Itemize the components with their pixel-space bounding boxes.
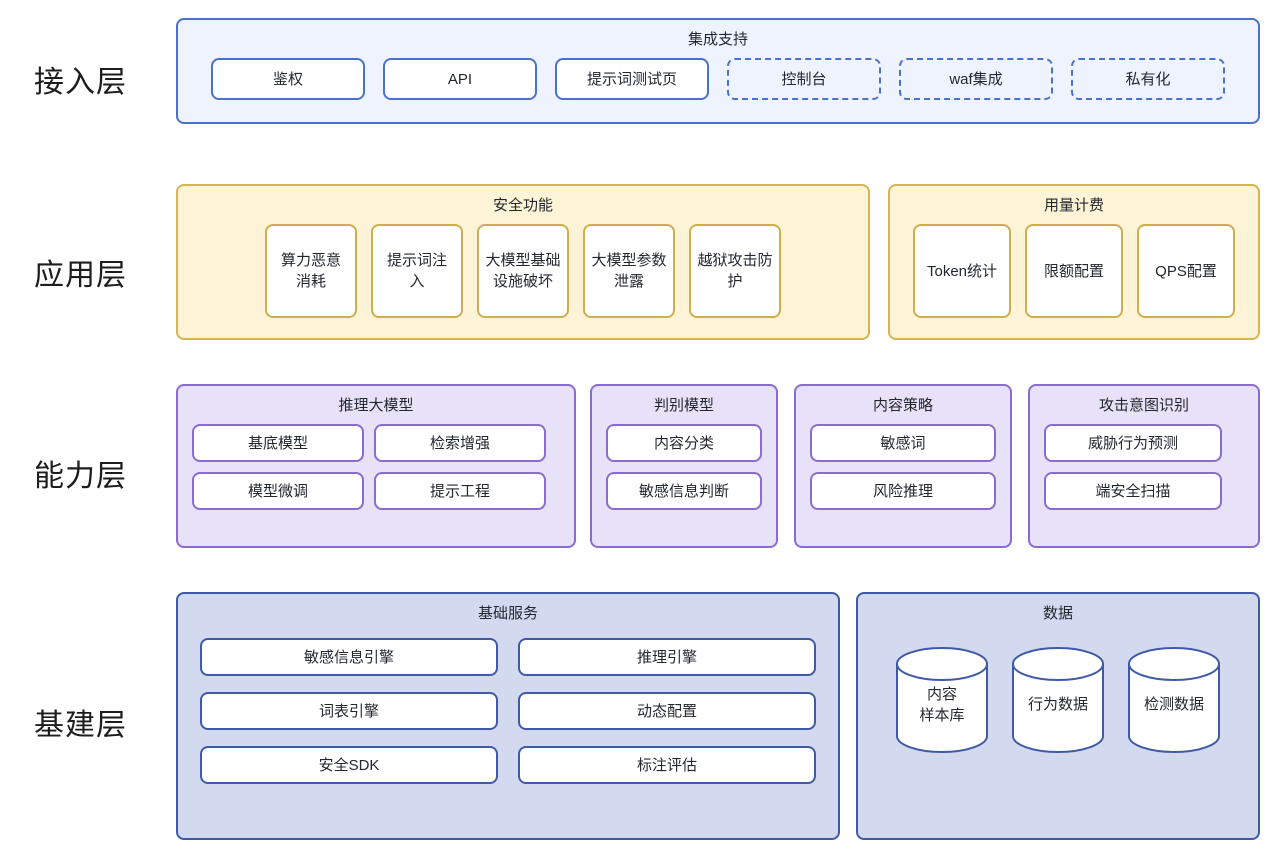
node-sensitive-info-judgement[interactable]: 敏感信息判断: [606, 472, 762, 510]
node-risk-reasoning[interactable]: 风险推理: [810, 472, 996, 510]
group-reasoning-llm: 推理大模型 基底模型 检索增强 模型微调 提示工程: [176, 384, 576, 548]
node-compute-abuse[interactable]: 算力恶意 消耗: [265, 224, 357, 318]
database-content-sample[interactable]: 内容 样本库: [895, 646, 989, 754]
layer-label-infrastructure: 基建层: [34, 709, 127, 742]
group-integration-support: 集成支持 鉴权 API 提示词测试页 控制台 waf集成 私有化: [176, 18, 1260, 124]
group-title-discriminative-model: 判别模型: [653, 397, 714, 414]
group-title-security-functions: 安全功能: [492, 197, 553, 214]
group-body-reasoning-llm: 基底模型 检索增强 模型微调 提示工程: [178, 416, 574, 510]
node-endpoint-security-scan[interactable]: 端安全扫描: [1044, 472, 1222, 510]
group-body-integration-support: 鉴权 API 提示词测试页 控制台 waf集成 私有化: [178, 50, 1258, 108]
group-title-attack-intent-recognition: 攻击意图识别: [1098, 397, 1189, 414]
node-prompt-engineering[interactable]: 提示工程: [374, 472, 546, 510]
node-model-finetune[interactable]: 模型微调: [192, 472, 364, 510]
node-dynamic-config[interactable]: 动态配置: [518, 692, 816, 730]
database-label: 行为数据: [1027, 696, 1088, 713]
node-annotation-evaluation[interactable]: 标注评估: [518, 746, 816, 784]
node-waf-integration[interactable]: waf集成: [899, 58, 1053, 100]
database-detection-data[interactable]: 检测数据: [1127, 646, 1221, 754]
node-jailbreak-defense[interactable]: 越狱攻击防 护: [689, 224, 781, 318]
service-row: 安全SDK 标注评估: [200, 746, 816, 784]
layer-label-application: 应用层: [34, 259, 127, 292]
group-title-content-policy: 内容策略: [872, 397, 933, 414]
node-model-param-leak[interactable]: 大模型参数 泄露: [583, 224, 675, 318]
node-content-classification[interactable]: 内容分类: [606, 424, 762, 462]
group-data: 数据 内容 样本库 行为数据: [856, 592, 1260, 840]
node-inference-engine[interactable]: 推理引擎: [518, 638, 816, 676]
capability-row: 模型微调 提示工程: [192, 472, 560, 510]
capability-row: 风险推理: [810, 472, 996, 510]
group-security-functions: 安全功能 算力恶意 消耗 提示词注 入 大模型基础 设施破坏 大模型参数 泄露 …: [176, 184, 870, 340]
group-body-security-functions: 算力恶意 消耗 提示词注 入 大模型基础 设施破坏 大模型参数 泄露 越狱攻击防…: [178, 216, 868, 322]
group-title-integration-support: 集成支持: [687, 31, 748, 48]
group-title-data: 数据: [1042, 605, 1073, 622]
node-prompt-test-page[interactable]: 提示词测试页: [555, 58, 709, 100]
node-sensitive-words[interactable]: 敏感词: [810, 424, 996, 462]
node-model-infra-damage[interactable]: 大模型基础 设施破坏: [477, 224, 569, 318]
node-sensitive-info-engine[interactable]: 敏感信息引擎: [200, 638, 498, 676]
capability-row: 敏感词: [810, 424, 996, 462]
node-token-stats[interactable]: Token统计: [913, 224, 1011, 318]
group-base-services: 基础服务 敏感信息引擎 推理引擎 词表引擎 动态配置 安全SDK 标注评估: [176, 592, 840, 840]
group-body-usage-billing: Token统计 限额配置 QPS配置: [890, 216, 1258, 322]
database-behavior-data[interactable]: 行为数据: [1011, 646, 1105, 754]
node-wordlist-engine[interactable]: 词表引擎: [200, 692, 498, 730]
node-console[interactable]: 控制台: [727, 58, 881, 100]
node-private-deployment[interactable]: 私有化: [1071, 58, 1225, 100]
capability-row: 威胁行为预测: [1044, 424, 1244, 462]
group-usage-billing: 用量计费 Token统计 限额配置 QPS配置: [888, 184, 1260, 340]
group-content-policy: 内容策略 敏感词 风险推理: [794, 384, 1012, 548]
node-quota-config[interactable]: 限额配置: [1025, 224, 1123, 318]
database-label: 检测数据: [1143, 696, 1204, 713]
service-row: 词表引擎 动态配置: [200, 692, 816, 730]
database-label: 内容 样本库: [919, 686, 965, 724]
group-body-base-services: 敏感信息引擎 推理引擎 词表引擎 动态配置 安全SDK 标注评估: [178, 624, 838, 784]
node-prompt-injection[interactable]: 提示词注 入: [371, 224, 463, 318]
group-body-data: 内容 样本库 行为数据 检测数据: [858, 624, 1258, 754]
service-row: 敏感信息引擎 推理引擎: [200, 638, 816, 676]
capability-row: 敏感信息判断: [606, 472, 762, 510]
capability-row: 端安全扫描: [1044, 472, 1244, 510]
group-body-content-policy: 敏感词 风险推理: [796, 416, 1010, 510]
group-title-base-services: 基础服务: [477, 605, 538, 622]
capability-row: 内容分类: [606, 424, 762, 462]
group-body-discriminative-model: 内容分类 敏感信息判断: [592, 416, 776, 510]
node-retrieval-augmentation[interactable]: 检索增强: [374, 424, 546, 462]
node-security-sdk[interactable]: 安全SDK: [200, 746, 498, 784]
group-attack-intent-recognition: 攻击意图识别 威胁行为预测 端安全扫描: [1028, 384, 1260, 548]
group-body-attack-intent-recognition: 威胁行为预测 端安全扫描: [1030, 416, 1258, 510]
group-discriminative-model: 判别模型 内容分类 敏感信息判断: [590, 384, 778, 548]
node-threat-behavior-prediction[interactable]: 威胁行为预测: [1044, 424, 1222, 462]
group-title-reasoning-llm: 推理大模型: [338, 397, 414, 414]
group-title-usage-billing: 用量计费: [1043, 197, 1104, 214]
node-auth[interactable]: 鉴权: [211, 58, 365, 100]
node-base-model[interactable]: 基底模型: [192, 424, 364, 462]
capability-row: 基底模型 检索增强: [192, 424, 560, 462]
node-api[interactable]: API: [383, 58, 537, 100]
node-qps-config[interactable]: QPS配置: [1137, 224, 1235, 318]
layer-label-access: 接入层: [34, 66, 127, 99]
layer-label-capability: 能力层: [34, 460, 127, 493]
